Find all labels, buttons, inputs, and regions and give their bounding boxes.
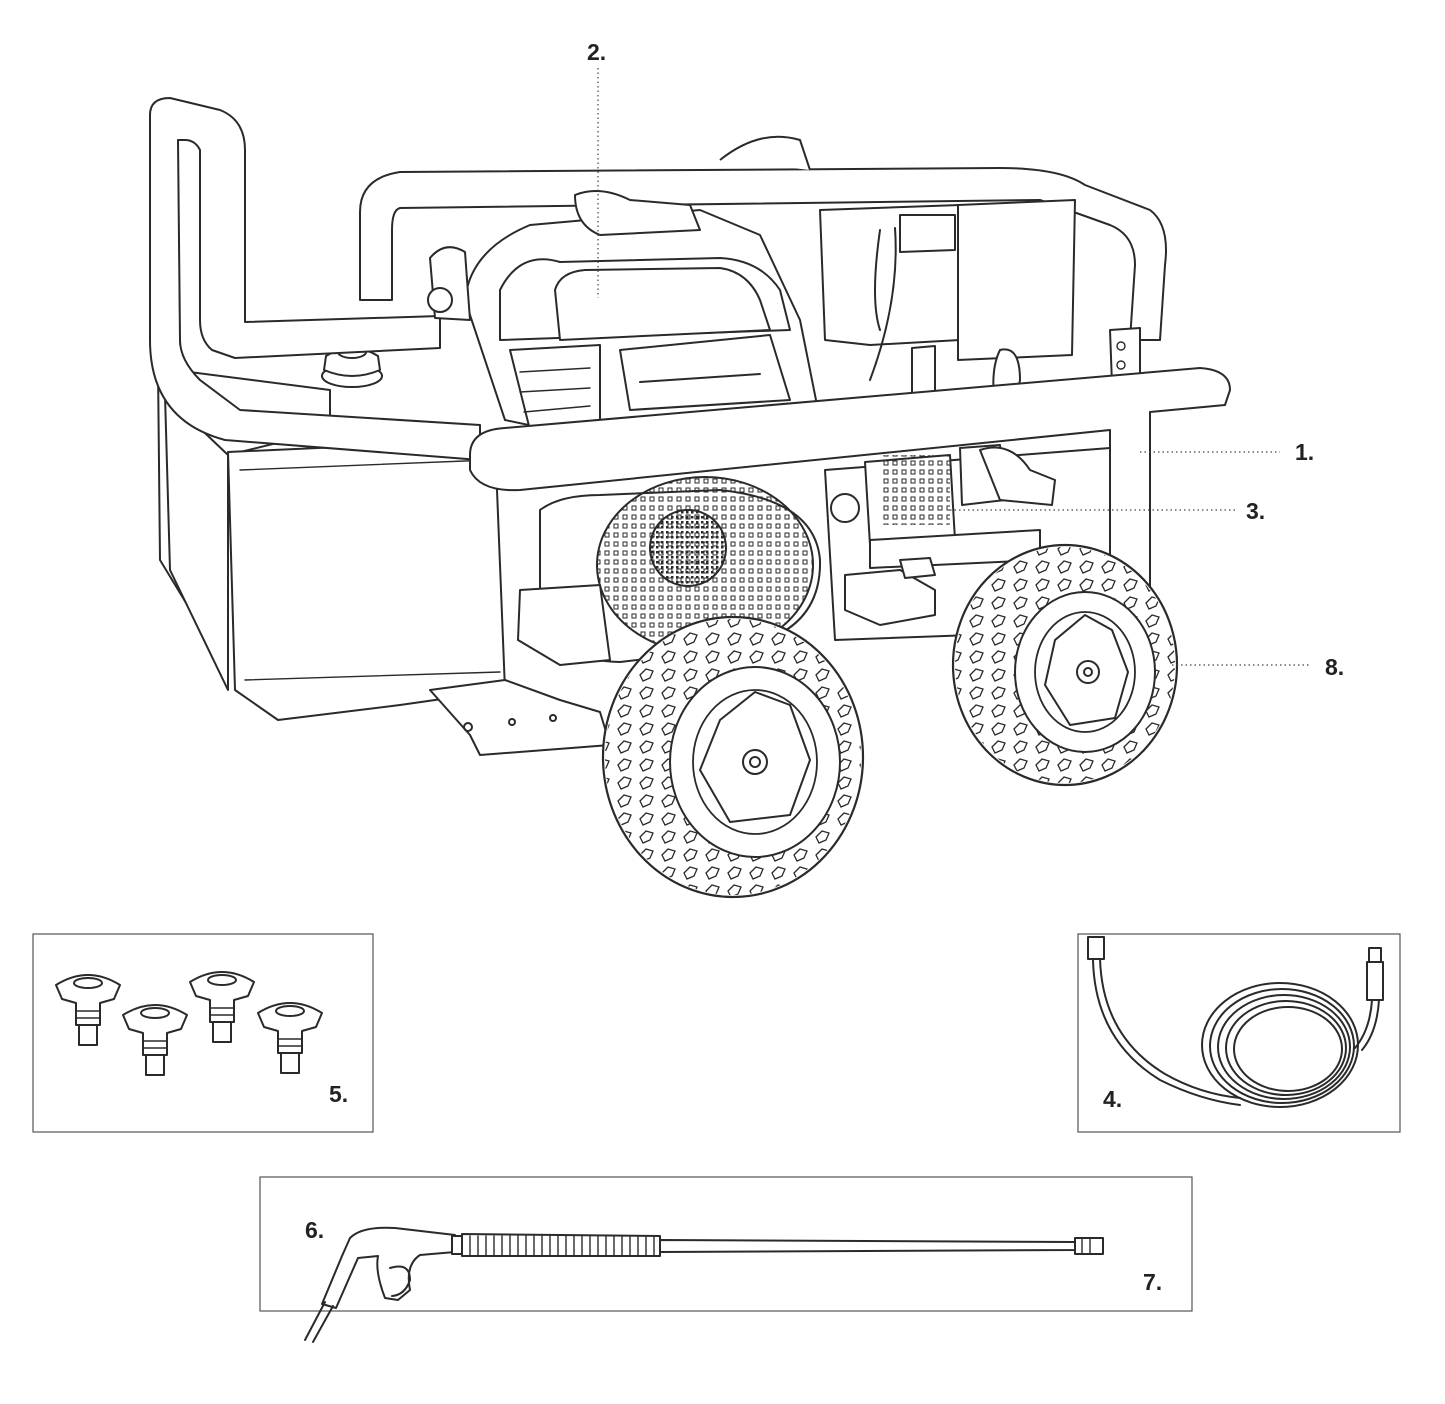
nozzle-icon [122, 1004, 188, 1076]
pump [830, 444, 1056, 569]
front-wheel [601, 615, 865, 899]
hose-icon [1087, 936, 1384, 1108]
handle-frame [149, 97, 481, 461]
callout-7: 7. [1143, 1269, 1162, 1295]
callout-labels: 1. 2. 3. 4. 5. 6. 7. 8. [305, 39, 1344, 1295]
spray-gun-icon [304, 1226, 1104, 1343]
spray-gun-panel [259, 1176, 1193, 1343]
nozzle-icon [257, 1002, 323, 1074]
callout-4: 4. [1103, 1086, 1122, 1112]
rear-wheel [951, 543, 1179, 787]
nozzles-panel [32, 933, 374, 1133]
leader-lines [597, 68, 1310, 666]
nozzle-icon [189, 971, 255, 1043]
callout-1: 1. [1295, 439, 1314, 465]
callout-5: 5. [329, 1081, 348, 1107]
callout-6: 6. [305, 1217, 324, 1243]
callout-3: 3. [1246, 498, 1265, 524]
control-box [819, 199, 1141, 413]
skid-base [844, 557, 936, 626]
engine [427, 190, 821, 441]
nozzles-panel-frame [32, 933, 374, 1133]
callout-2: 2. [587, 39, 606, 65]
roll-bar [359, 135, 1167, 341]
callout-8: 8. [1325, 654, 1344, 680]
nozzle-icon [55, 974, 121, 1046]
hose-panel-frame [1077, 933, 1401, 1133]
hose-panel [1077, 933, 1401, 1133]
fuel-tank [157, 367, 611, 756]
spray-gun-panel-frame [259, 1176, 1193, 1312]
pressure-washer-unit [149, 97, 1231, 899]
